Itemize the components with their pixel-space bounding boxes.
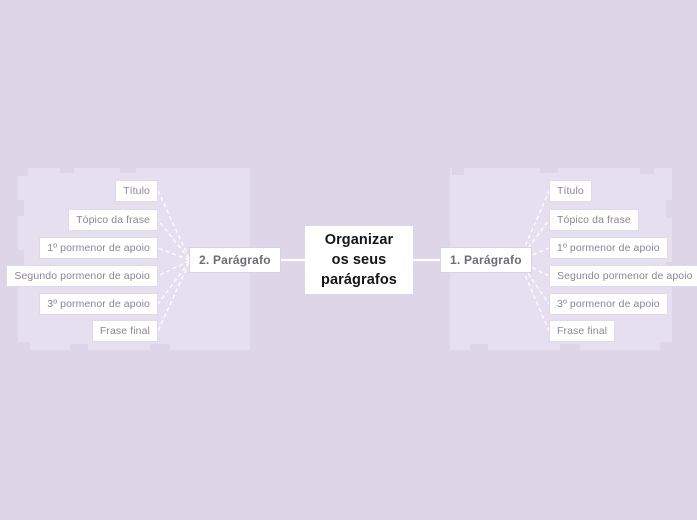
leaf-node[interactable]: Frase final — [91, 320, 158, 342]
central-topic[interactable]: Organizar os seus parágrafos — [305, 226, 413, 294]
halo-notch — [18, 342, 30, 350]
leaf-node[interactable]: Título — [115, 180, 158, 202]
halo-notch — [18, 200, 24, 216]
branch-links-left — [157, 190, 190, 332]
halo-notch — [470, 344, 488, 350]
branch-node-left[interactable]: 2. Parágrafo — [189, 247, 281, 273]
halo-notch — [640, 168, 654, 174]
halo-notch — [540, 168, 558, 173]
leaf-node[interactable]: Título — [549, 180, 592, 202]
halo-notch — [120, 168, 136, 173]
halo-notch — [666, 200, 672, 218]
leaf-node[interactable]: Frase final — [549, 320, 616, 342]
halo-notch — [18, 168, 28, 176]
leaf-node[interactable]: 1º pormenor de apoio — [39, 237, 158, 259]
halo-notch — [60, 168, 74, 173]
halo-notch — [560, 344, 580, 350]
halo-notch — [70, 344, 88, 350]
leaf-node[interactable]: Tópico da frase — [549, 209, 639, 231]
leaf-node[interactable]: Segundo pormenor de apoio — [549, 265, 697, 287]
halo-notch — [452, 168, 464, 175]
central-topic-line3: parágrafos — [321, 272, 397, 288]
leaf-node[interactable]: 1º pormenor de apoio — [549, 237, 668, 259]
halo-notch — [660, 342, 672, 350]
halo-notch — [150, 344, 170, 350]
central-topic-line2: os seus — [331, 252, 387, 268]
central-topic-line1: Organizar — [324, 232, 394, 248]
leaf-node[interactable]: 3º pormenor de apoio — [39, 293, 158, 315]
leaf-node[interactable]: 3º pormenor de apoio — [549, 293, 668, 315]
branch-node-right[interactable]: 1. Parágrafo — [440, 247, 532, 273]
leaf-node[interactable]: Segundo pormenor de apoio — [6, 265, 158, 287]
leaf-node[interactable]: Tópico da frase — [68, 209, 158, 231]
